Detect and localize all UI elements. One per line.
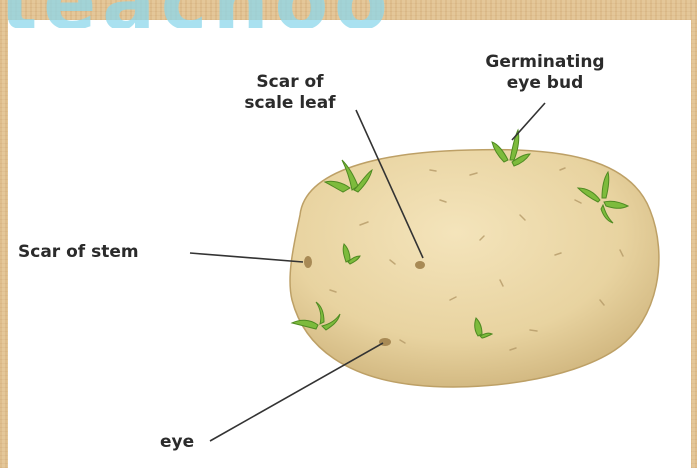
label-germinating-eye-bud: Germinating eye bud <box>470 52 620 94</box>
label-scale-leaf-line2: scale leaf <box>225 93 355 114</box>
label-scale-leaf-line1: Scar of <box>225 72 355 93</box>
label-eye-bud-line2: eye bud <box>470 73 620 94</box>
label-stem-scar: Scar of stem <box>18 242 139 263</box>
label-scale-leaf-scar: Scar of scale leaf <box>225 72 355 114</box>
leader-line-stem-scar <box>190 253 303 262</box>
label-eye-bud-line1: Germinating <box>470 52 620 73</box>
label-eye: eye <box>160 432 194 453</box>
leader-line-eye-bud <box>512 103 545 140</box>
leader-line-eye <box>210 343 383 441</box>
